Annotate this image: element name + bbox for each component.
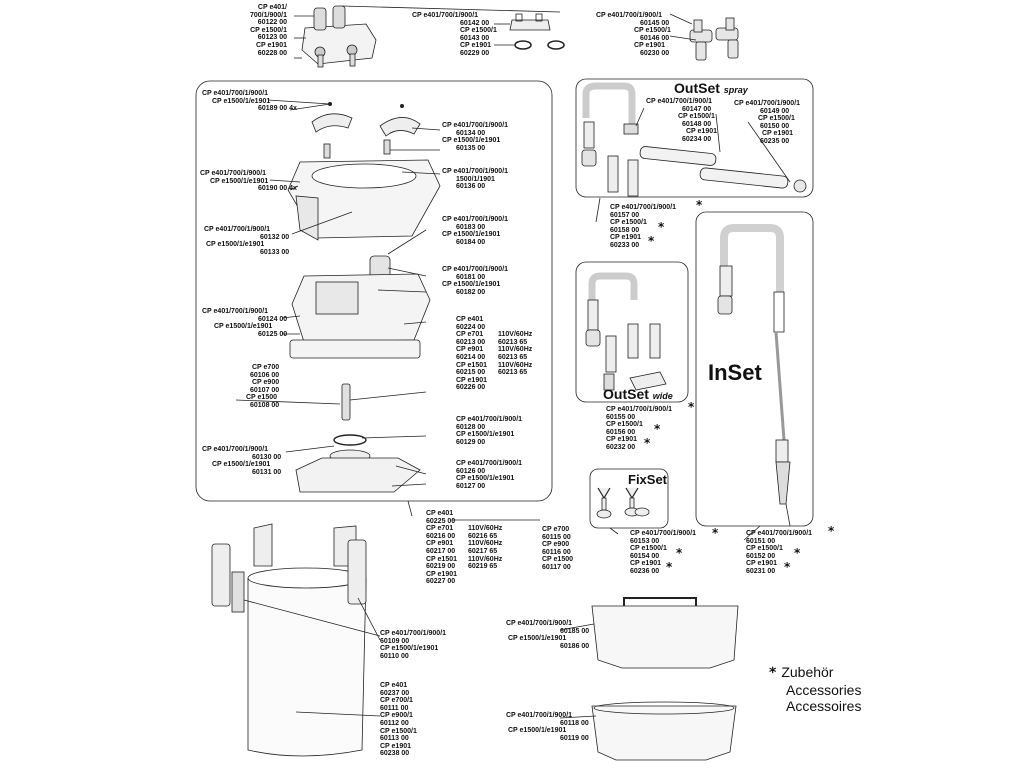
fixset-frame <box>589 468 669 529</box>
legend-line-german: *Zubehör <box>769 664 834 681</box>
accessory-mark: * <box>712 526 719 540</box>
accessory-mark: * <box>688 400 695 414</box>
accessory-mark: * <box>828 524 835 538</box>
accessory-mark: * <box>654 422 661 436</box>
title-outset-spray: OutSet spray <box>674 80 748 96</box>
accessory-mark: * <box>644 436 651 450</box>
accessory-mark: * <box>666 560 673 574</box>
accessory-mark: * <box>658 220 665 234</box>
legend-line-french: Accessoires <box>786 698 862 714</box>
accessory-mark: * <box>648 234 655 248</box>
inset-frame <box>695 211 814 527</box>
accessory-mark: * <box>794 546 801 560</box>
title-outset-wide: OutSet wide <box>603 386 673 402</box>
accessory-mark: * <box>696 198 703 212</box>
accessory-mark: * <box>784 560 791 574</box>
outset-spray-frame <box>575 78 814 198</box>
filter-head-group-frame <box>195 80 553 502</box>
outset-wide-frame <box>575 261 689 403</box>
accessories-legend: *Zubehör Accessories Accessoires <box>767 664 861 715</box>
title-fixset: FixSet <box>628 472 668 487</box>
title-inset: InSet <box>708 360 762 385</box>
accessory-mark: * <box>676 546 683 560</box>
legend-line-english: Accessories <box>786 681 862 698</box>
